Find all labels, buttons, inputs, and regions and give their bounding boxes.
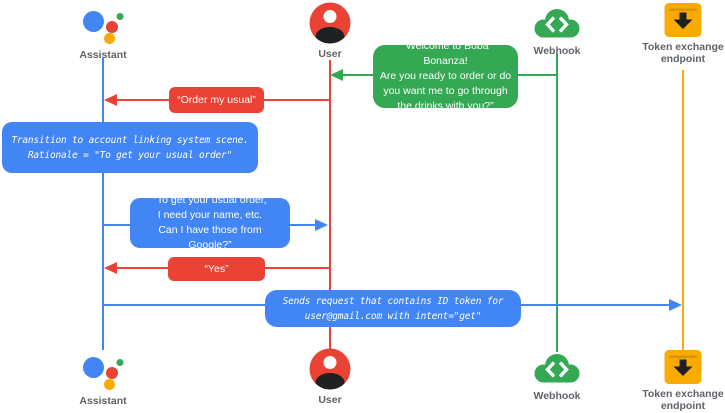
actor-label: Token exchange endpoint [642,388,724,412]
actor-label: Webhook [533,390,581,402]
arrowhead-right-icon [669,299,682,311]
user-icon [308,1,352,45]
actor-user-top: User [285,1,375,60]
arrowhead-right-icon [315,219,328,231]
actor-user-bottom: User [285,347,375,406]
assistant-icon [81,348,125,392]
yes-message-bubble: “Yes” [168,257,265,281]
assistant-icon [81,2,125,46]
actor-label: Token exchange endpoint [642,41,724,65]
user-icon [308,347,352,391]
actor-webhook-bottom: Webhook [512,351,602,402]
arrowhead-left-icon [104,94,117,106]
user-lifeline [329,60,331,349]
actor-assistant-bottom: Assistant [58,348,148,407]
actor-token-endpoint-top: Token exchange endpoint [638,2,725,65]
actor-label: Assistant [79,395,127,407]
ask-details-message-bubble: “To get your usual order, I need your na… [130,194,290,251]
actor-label: Webhook [533,45,581,57]
actor-assistant-top: Assistant [58,2,148,61]
webhook-icon [532,351,582,387]
token-endpoint-icon [663,2,703,38]
actor-label: User [318,48,342,60]
webhook-icon [532,6,582,42]
send-request-message-bubble: Sends request that contains ID token for… [265,290,521,327]
actor-label: Assistant [79,49,127,61]
webhook-lifeline [556,54,558,352]
token-endpoint-lifeline [682,70,684,350]
actor-token-endpoint-bottom: Token exchange endpoint [638,349,725,412]
transition-note-bubble: Transition to account linking system sce… [2,122,258,173]
order-usual-message-bubble: “Order my usual” [169,87,264,113]
assistant-lifeline [102,58,104,350]
actor-label: User [318,394,342,406]
arrowhead-left-icon [330,69,343,81]
arrowhead-left-icon [104,262,117,274]
actor-webhook-top: Webhook [512,6,602,57]
welcome-message-bubble: “Welcome to Boba Bonanza! Are you ready … [373,40,518,112]
token-endpoint-icon [663,349,703,385]
